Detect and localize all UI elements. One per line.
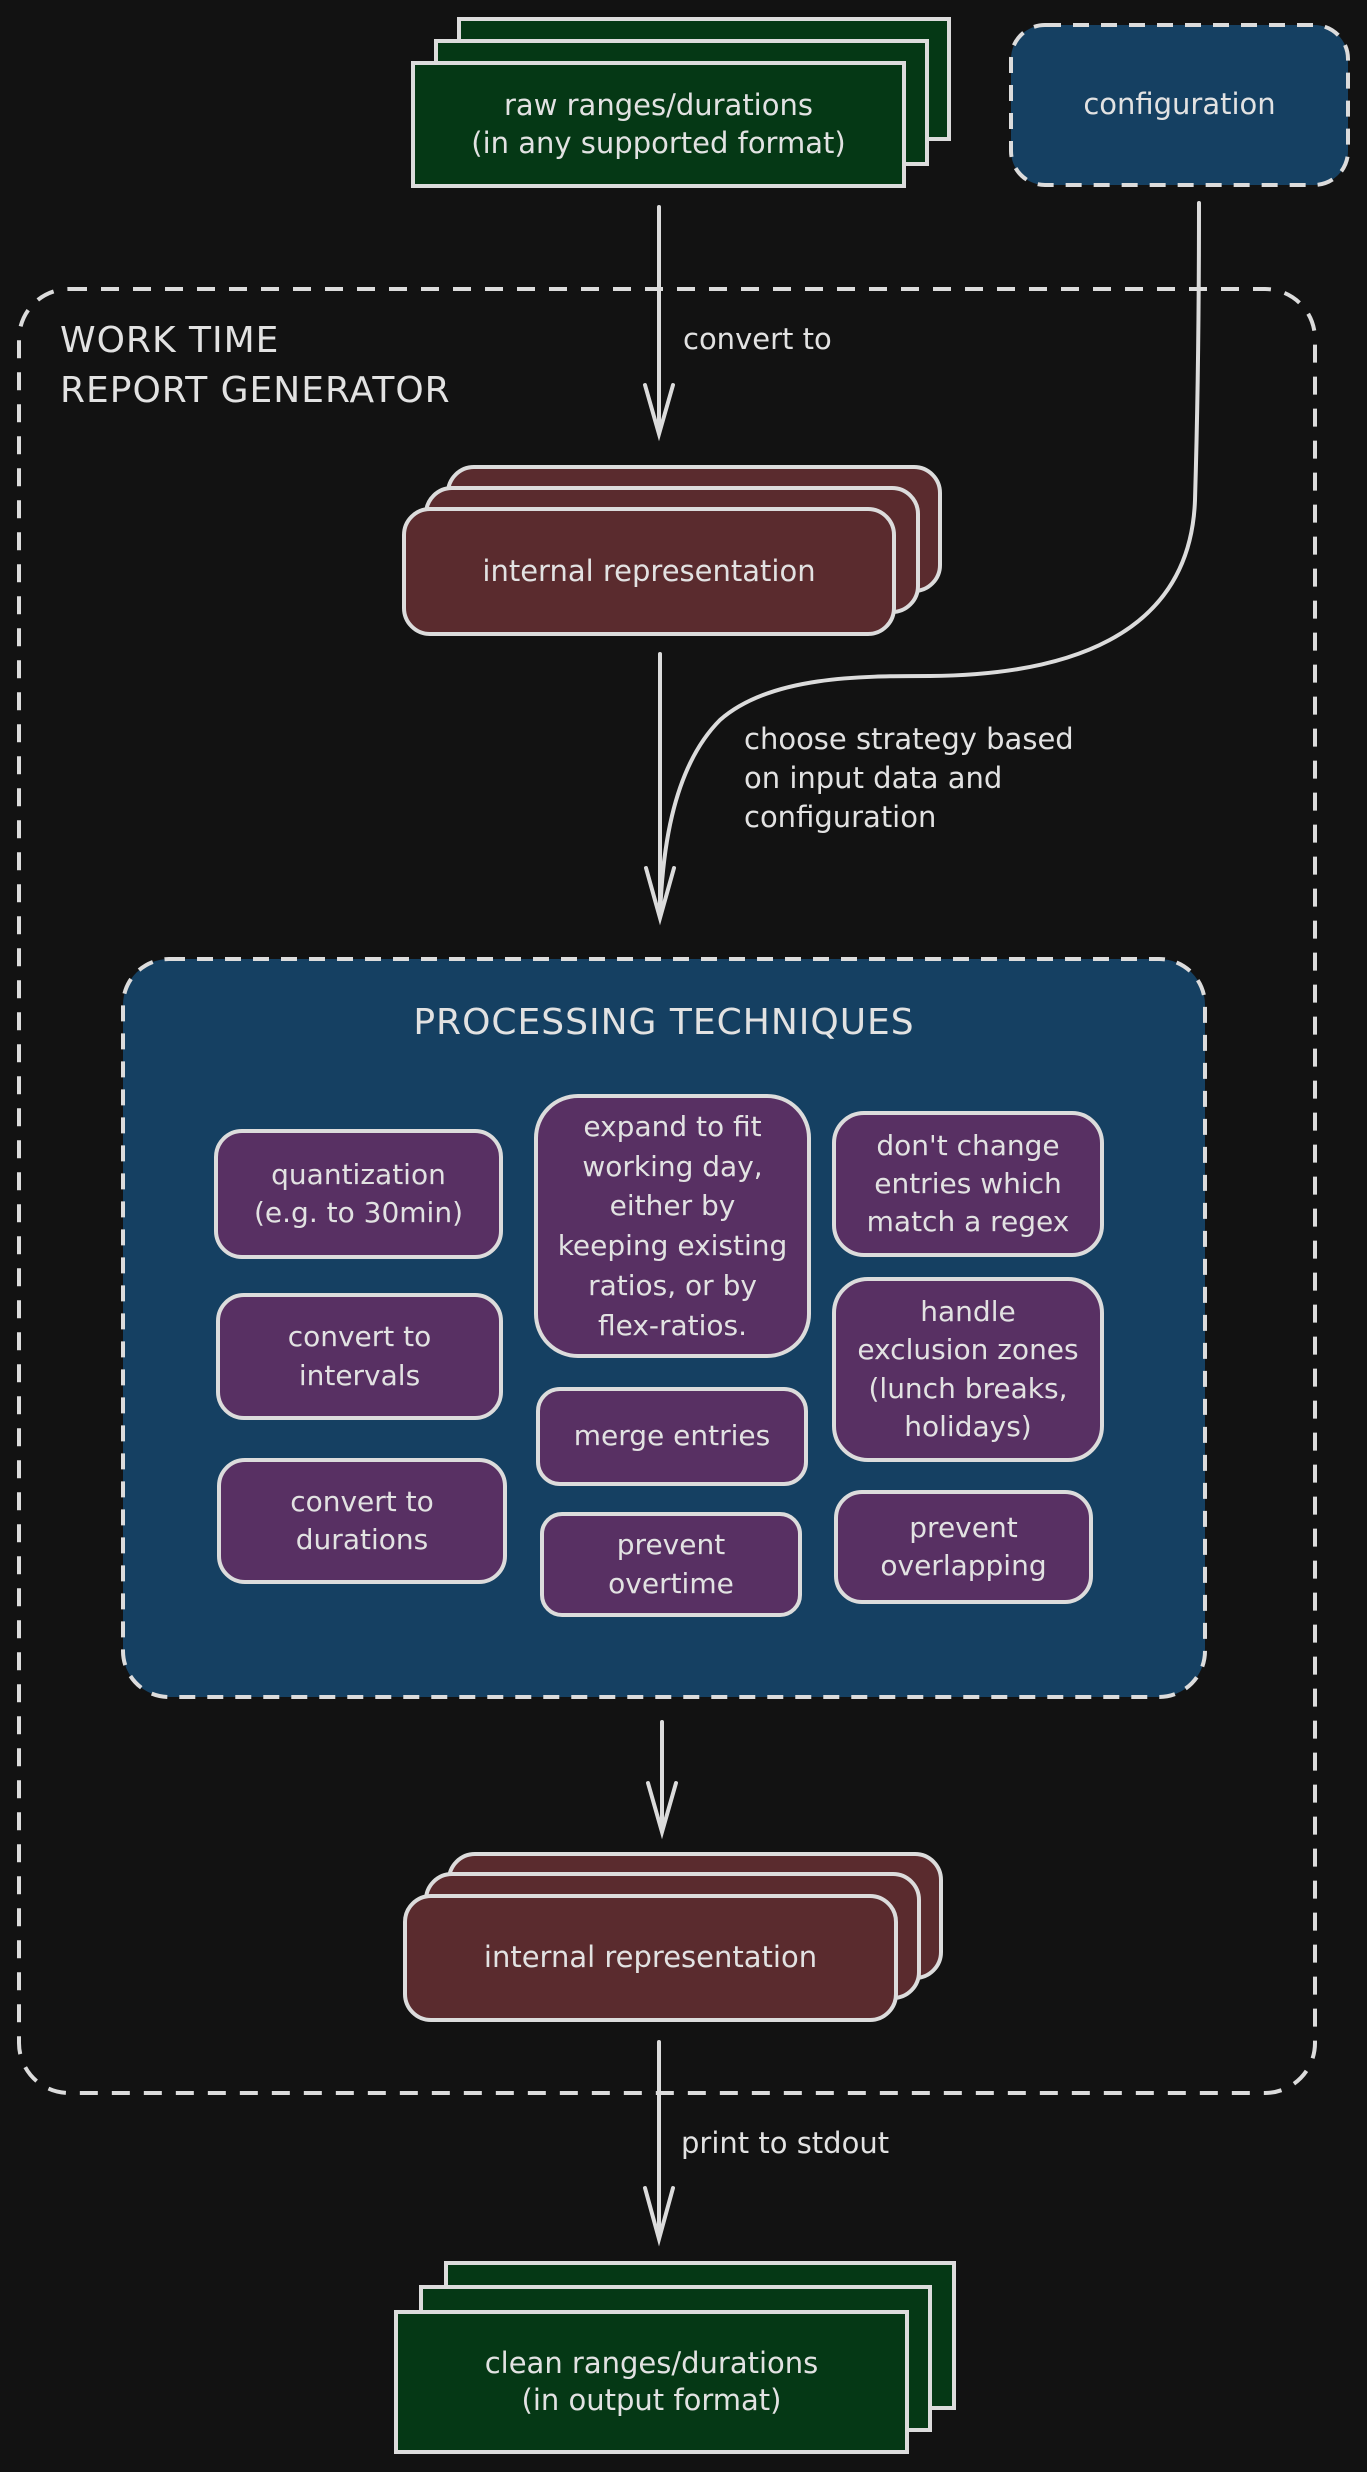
arrow-print xyxy=(643,2040,675,2247)
internal-bottom-front xyxy=(403,1894,898,2022)
item-box-durations xyxy=(217,1458,507,1584)
item-exclusion: handle exclusion zones (lunch breaks, ho… xyxy=(857,1295,1079,1443)
edge-label-choose: choose strategy based on input data and … xyxy=(744,722,1074,835)
processing-title: PROCESSING TECHNIQUES xyxy=(413,1001,915,1043)
input-stack xyxy=(411,17,951,188)
item-merge: merge entries xyxy=(573,1419,771,1453)
arrow-convert xyxy=(643,205,675,442)
arrow-choose xyxy=(644,652,676,926)
item-expand: expand to fit working day, either by kee… xyxy=(557,1109,788,1342)
item-box-overtime xyxy=(540,1512,802,1617)
internal-bottom-stack xyxy=(403,1852,943,2022)
config-label: configuration xyxy=(1083,87,1276,122)
item-box-regex xyxy=(832,1111,1104,1257)
item-box-expand xyxy=(534,1094,811,1358)
item-overlapping: prevent overlapping xyxy=(880,1510,1047,1582)
item-box-exclusion xyxy=(832,1277,1104,1462)
output-stack xyxy=(394,2261,956,2454)
item-box-quantization xyxy=(214,1129,503,1259)
internal-top-stack xyxy=(402,465,942,636)
item-convert-durations: convert to durations xyxy=(290,1484,434,1556)
item-box-overlapping xyxy=(834,1490,1093,1604)
generator-container xyxy=(17,287,1317,2095)
output-stack-front xyxy=(394,2310,909,2454)
internal-top-front xyxy=(402,507,896,636)
edge-label-print: print to stdout xyxy=(681,2126,890,2160)
item-quantization: quantization (e.g. to 30min) xyxy=(254,1157,463,1229)
config-box xyxy=(1009,23,1350,187)
internal-bottom-label: internal representation xyxy=(483,1940,818,1975)
item-convert-intervals: convert to intervals xyxy=(287,1320,432,1392)
input-stack-front xyxy=(411,61,906,188)
output-label: clean ranges/durations (in output format… xyxy=(484,2345,819,2417)
item-box-merge xyxy=(536,1387,808,1486)
generator-title: WORK TIME REPORT GENERATOR xyxy=(60,320,451,411)
item-regex: don't change entries which match a regex xyxy=(866,1128,1070,1239)
input-label: raw ranges/durations (in any supported f… xyxy=(471,88,846,160)
internal-top-label: internal representation xyxy=(482,553,816,588)
edge-label-convert: convert to xyxy=(683,322,832,356)
item-overtime: prevent overtime xyxy=(608,1528,734,1600)
item-box-intervals xyxy=(216,1293,503,1420)
arrow-processed xyxy=(646,1720,678,1840)
arrow-config-curve xyxy=(658,201,1201,918)
processing-items xyxy=(214,1094,1104,1617)
